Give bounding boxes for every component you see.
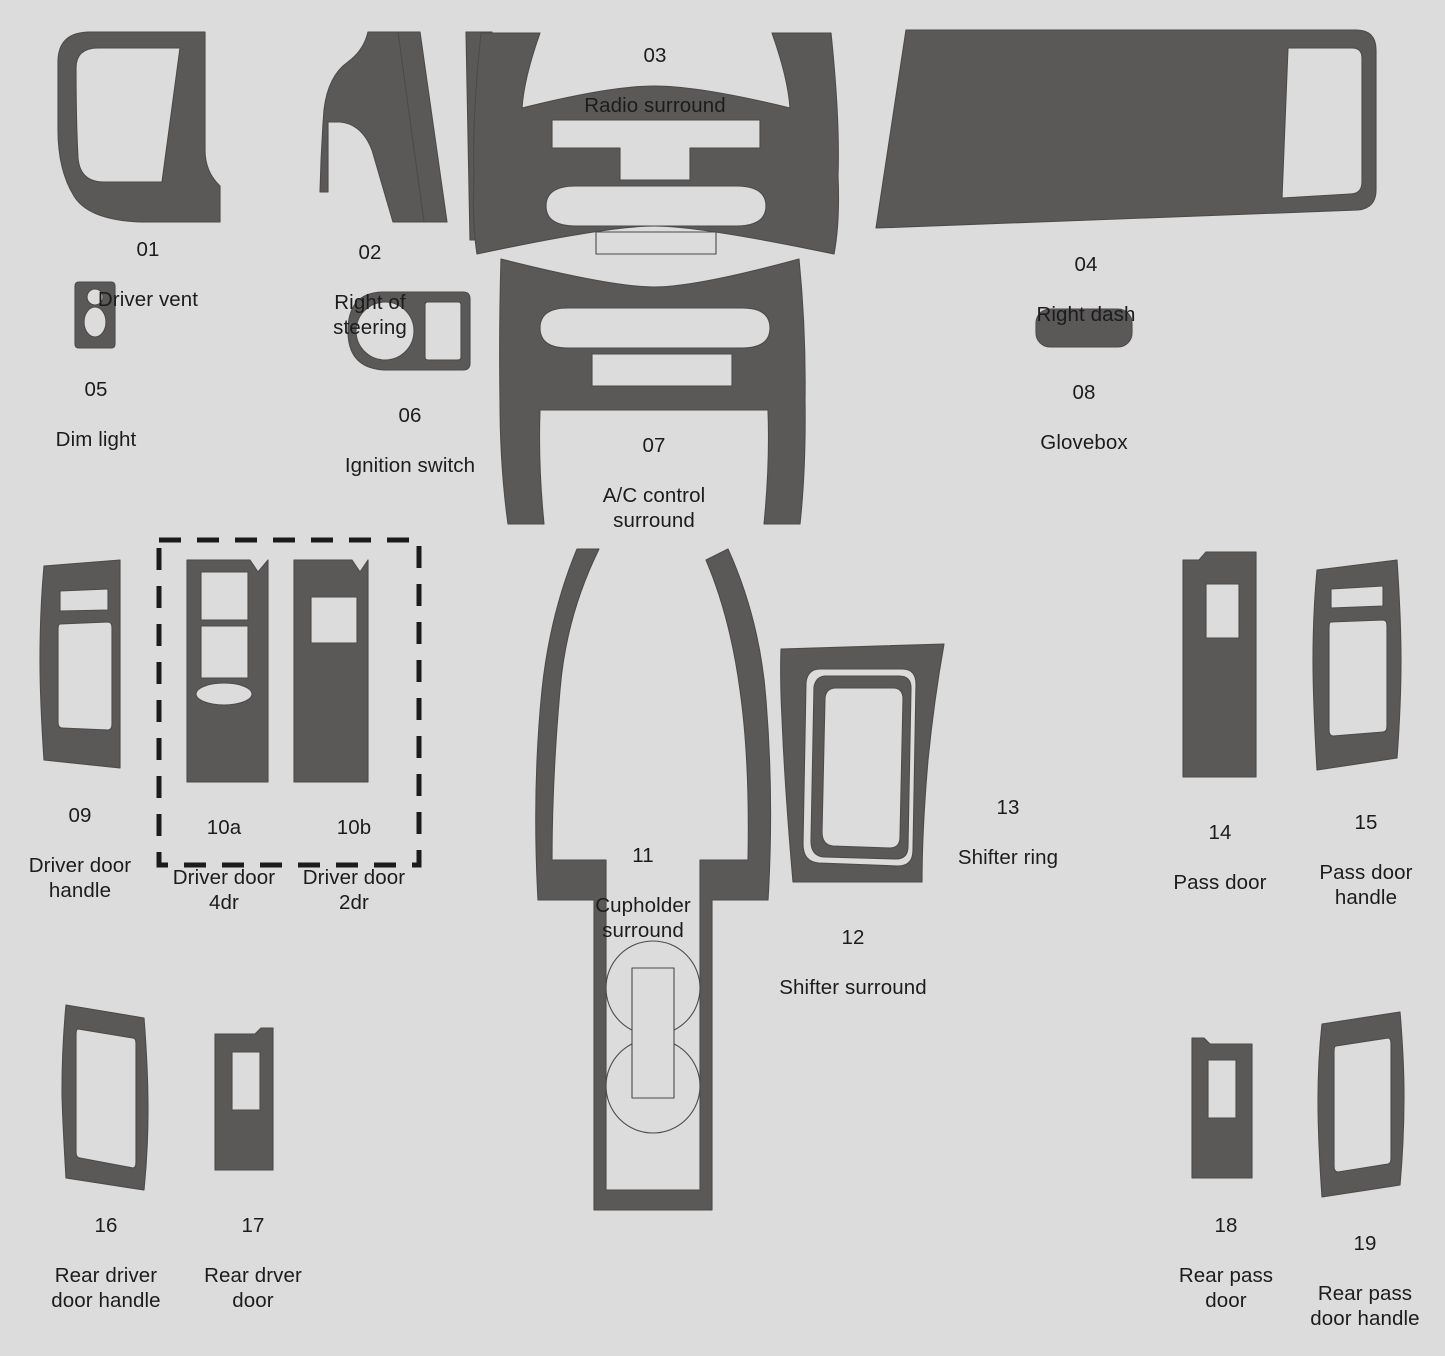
caption-number: 06 [398,404,422,427]
caption-number: 02 [358,241,382,264]
caption-label: Shifter ring [957,846,1059,869]
caption-label: Driver vent [97,288,199,311]
caption-number: 04 [1074,253,1098,276]
caption-number: 10a [206,816,242,839]
caption-number: 12 [841,926,865,949]
part-shape-03-radio-surround [472,32,840,255]
part-shape-18-rear-pass-door [1191,1037,1253,1179]
caption-15: 15 Pass door handle [1286,785,1445,935]
caption-number: 09 [68,804,92,827]
caption-13: 13 Shifter ring [930,770,1086,895]
part-shape-14-pass-door [1182,551,1257,778]
caption-number: 14 [1208,821,1232,844]
caption-number: 01 [136,238,160,261]
caption-16: 16 Rear driver door handle [18,1188,194,1338]
caption-number: 17 [241,1214,265,1237]
caption-label: A/C control surround [602,484,706,532]
caption-11: 11 Cupholder surround [562,818,724,968]
caption-10a: 10a Driver door 4dr [152,790,296,940]
caption-09: 09 Driver door handle [4,778,156,928]
part-shape-19-rear-pass-door-handle [1317,1011,1405,1198]
part-shape-10b-driver-door-2dr [293,559,369,783]
caption-14: 14 Pass door [1142,795,1298,920]
caption-label: Glovebox [1040,431,1128,454]
caption-label: Right dash [1036,303,1136,326]
caption-04: 04 Right dash [1006,227,1166,352]
caption-label: Ignition switch [344,454,476,477]
caption-label: Pass door [1173,871,1267,894]
caption-07: 07 A/C control surround [564,408,744,558]
caption-label: Driver door 2dr [302,866,406,914]
caption-08: 08 Glovebox [1004,355,1164,480]
part-shape-15-pass-door-handle [1312,559,1402,771]
caption-19: 19 Rear pass door handle [1282,1206,1445,1356]
caption-01: 01 Driver vent [68,212,228,337]
caption-number: 16 [94,1214,118,1237]
caption-label: Radio surround [584,94,726,117]
caption-label: Shifter surround [779,976,927,999]
caption-label: Rear drver door [204,1264,302,1312]
part-shape-08-glovebox [1035,308,1133,348]
part-shape-05-dim-light [74,281,116,349]
part-shape-11-cupholder-surround [535,548,772,1211]
caption-number: 13 [996,796,1020,819]
part-shape-12-shifter-surround [780,643,945,883]
part-shape-17-rear-driver-door [214,1027,274,1171]
caption-label: Right of steering [333,291,407,339]
caption-number: 19 [1353,1232,1377,1255]
part-shape-01-driver-vent [57,31,221,223]
caption-label: Pass door handle [1319,861,1413,909]
caption-number: 15 [1354,811,1378,834]
caption-label: Rear pass door handle [1310,1282,1420,1330]
caption-number: 11 [632,844,654,867]
part-shape-06-ignition-switch [347,291,471,371]
caption-number: 07 [642,434,666,457]
caption-02: 02 Right of steering [300,215,440,365]
caption-03: 03 Radio surround [555,18,755,143]
part-shape-04-right-dash [875,29,1377,229]
part-shape-09-driver-door-handle [39,559,121,769]
group-box-driver-door-variants [156,537,422,868]
caption-10b: 10b Driver door 2dr [282,790,426,940]
caption-label: Rear pass door [1178,1264,1274,1312]
caption-number: 10b [336,816,372,839]
part-shape-16-rear-driver-door-handle [61,1004,149,1191]
caption-number: 18 [1214,1214,1238,1237]
caption-12: 12 Shifter surround [762,900,944,1025]
caption-label: Driver door handle [28,854,132,902]
part-shape-10a-driver-door-4dr [186,559,269,783]
part-shape-sliver-a [397,31,448,223]
caption-18: 18 Rear pass door [1148,1188,1304,1338]
caption-05: 05 Dim light [20,352,172,477]
caption-number: 08 [1072,381,1096,404]
part-shape-07-ac-control-surround [499,258,806,525]
caption-06: 06 Ignition switch [318,378,502,503]
caption-17: 17 Rear drver door [178,1188,328,1338]
part-shape-02-right-of-steering [319,31,429,223]
caption-number: 05 [84,378,108,401]
dash-kit-diagram: 01 Driver vent 02 Right of steering 03 R… [4,18,1445,1330]
caption-label: Cupholder surround [595,894,691,942]
parts-vector-layer [39,29,1405,1211]
caption-label: Dim light [55,428,137,451]
caption-label: Rear driver door handle [51,1264,161,1312]
caption-label: Driver door 4dr [172,866,276,914]
caption-number: 03 [643,44,667,67]
